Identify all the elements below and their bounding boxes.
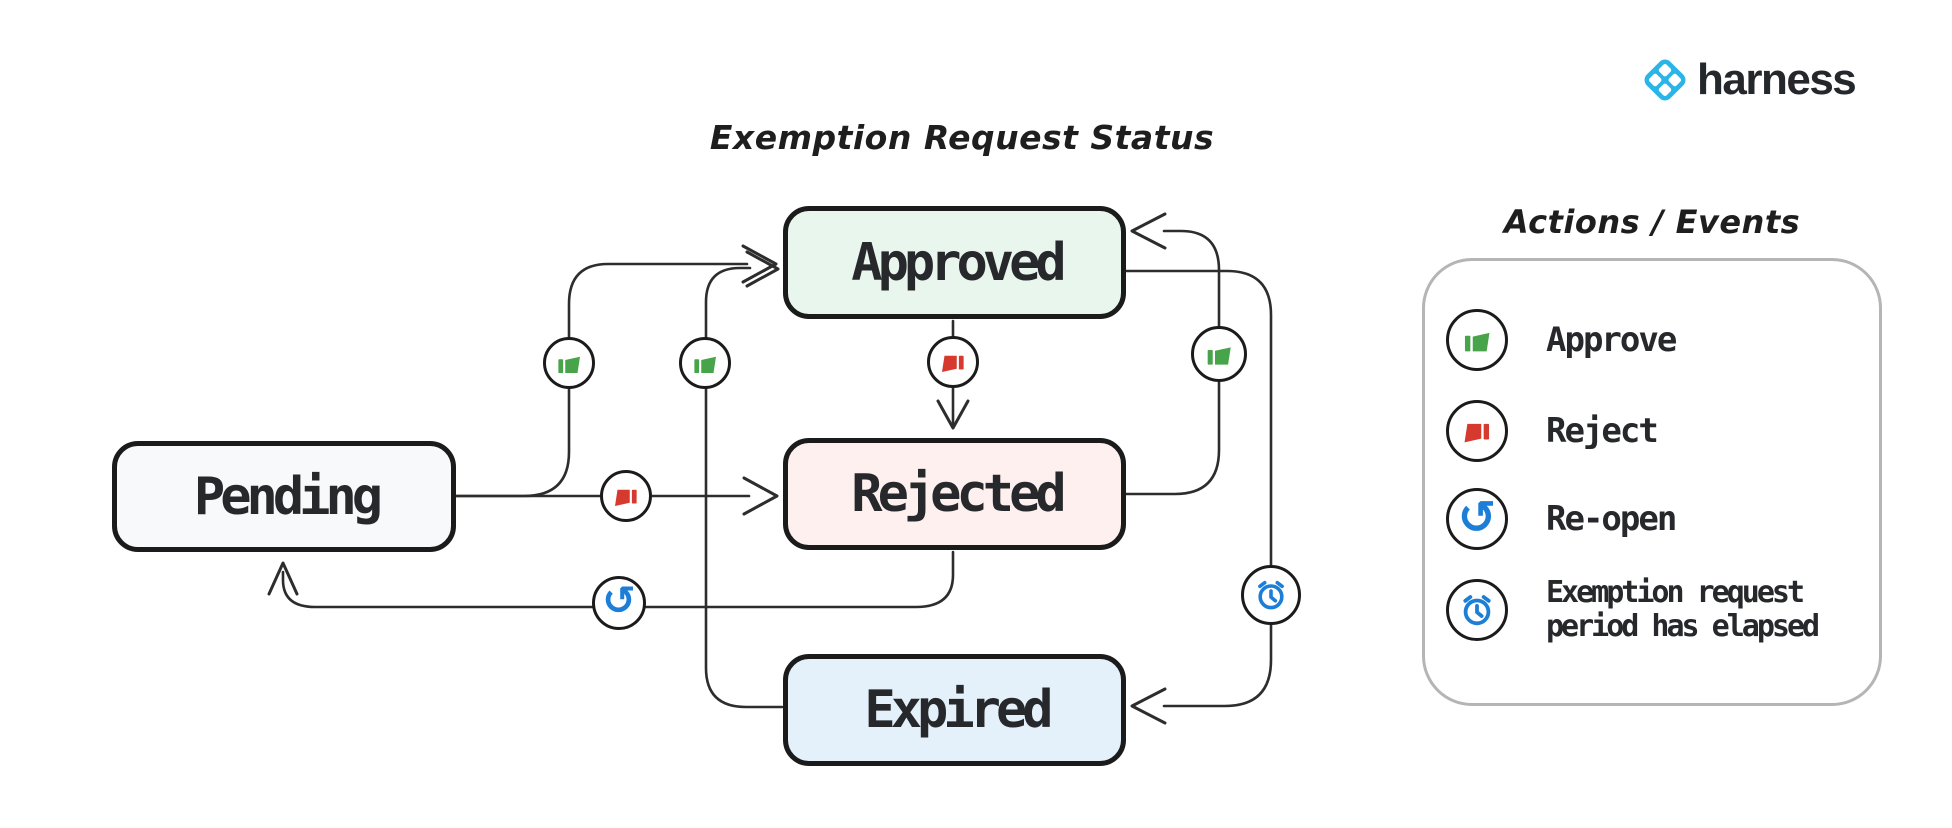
reject-chip-approved-rejected — [927, 336, 979, 388]
state-expired: Expired — [783, 654, 1126, 766]
thumbs-up-icon — [1464, 332, 1490, 352]
thumbs-down-icon — [615, 489, 637, 506]
approve-chip-rejected-approved — [1191, 326, 1247, 382]
state-pending-label: Pending — [193, 466, 383, 527]
state-rejected: Rejected — [783, 438, 1126, 550]
reopen-chip: ↺ — [1446, 488, 1508, 550]
edge-approved-expired — [1124, 269, 1273, 725]
reject-chip — [1446, 400, 1508, 462]
elapsed-chip-approved-expired — [1241, 565, 1301, 625]
thumbs-up-icon — [694, 356, 716, 373]
reopen-chip-rejected-pending: ↺ — [592, 576, 646, 630]
legend-label-reject: Reject — [1546, 411, 1659, 451]
harness-logo-icon — [1644, 59, 1686, 101]
alarm-clock-icon — [1463, 595, 1491, 626]
thumbs-down-icon — [942, 355, 964, 372]
approve-chip-pending-approved — [543, 337, 595, 389]
thumbs-up-icon — [1207, 347, 1231, 365]
alarm-clock-icon — [1258, 580, 1284, 610]
thumbs-up-icon — [558, 356, 580, 373]
edge-expired-approved — [704, 250, 784, 709]
approve-chip — [1446, 309, 1508, 371]
legend-box — [1422, 258, 1882, 706]
legend-item-reopen: ↺ Re-open — [1446, 488, 1677, 550]
harness-logo: harness — [1641, 55, 1857, 104]
legend-item-approve: Approve — [1446, 309, 1677, 371]
legend-label-approve: Approve — [1546, 320, 1677, 360]
state-pending: Pending — [112, 441, 456, 552]
legend-item-elapsed: Exemption request period has elapsed — [1446, 575, 1846, 644]
state-approved: Approved — [783, 206, 1126, 319]
state-approved-label: Approved — [851, 232, 1066, 293]
reopen-icon: ↺ — [602, 578, 636, 624]
legend-label-elapsed: Exemption request period has elapsed — [1546, 575, 1820, 644]
legend-label-reopen: Re-open — [1546, 499, 1677, 539]
diagram-title: Exemption Request Status — [709, 118, 1215, 157]
legend-title: Actions / Events — [1503, 203, 1801, 241]
reopen-icon: ↺ — [1457, 490, 1497, 544]
thumbs-down-icon — [1464, 423, 1490, 443]
approve-chip-expired-approved — [679, 337, 731, 389]
reject-chip-pending-rejected — [600, 470, 652, 522]
harness-logo-text: harness — [1697, 55, 1857, 104]
legend-item-reject: Reject — [1446, 400, 1659, 462]
alarm-chip — [1446, 579, 1508, 641]
state-rejected-label: Rejected — [851, 464, 1066, 524]
state-expired-label: Expired — [864, 680, 1053, 740]
